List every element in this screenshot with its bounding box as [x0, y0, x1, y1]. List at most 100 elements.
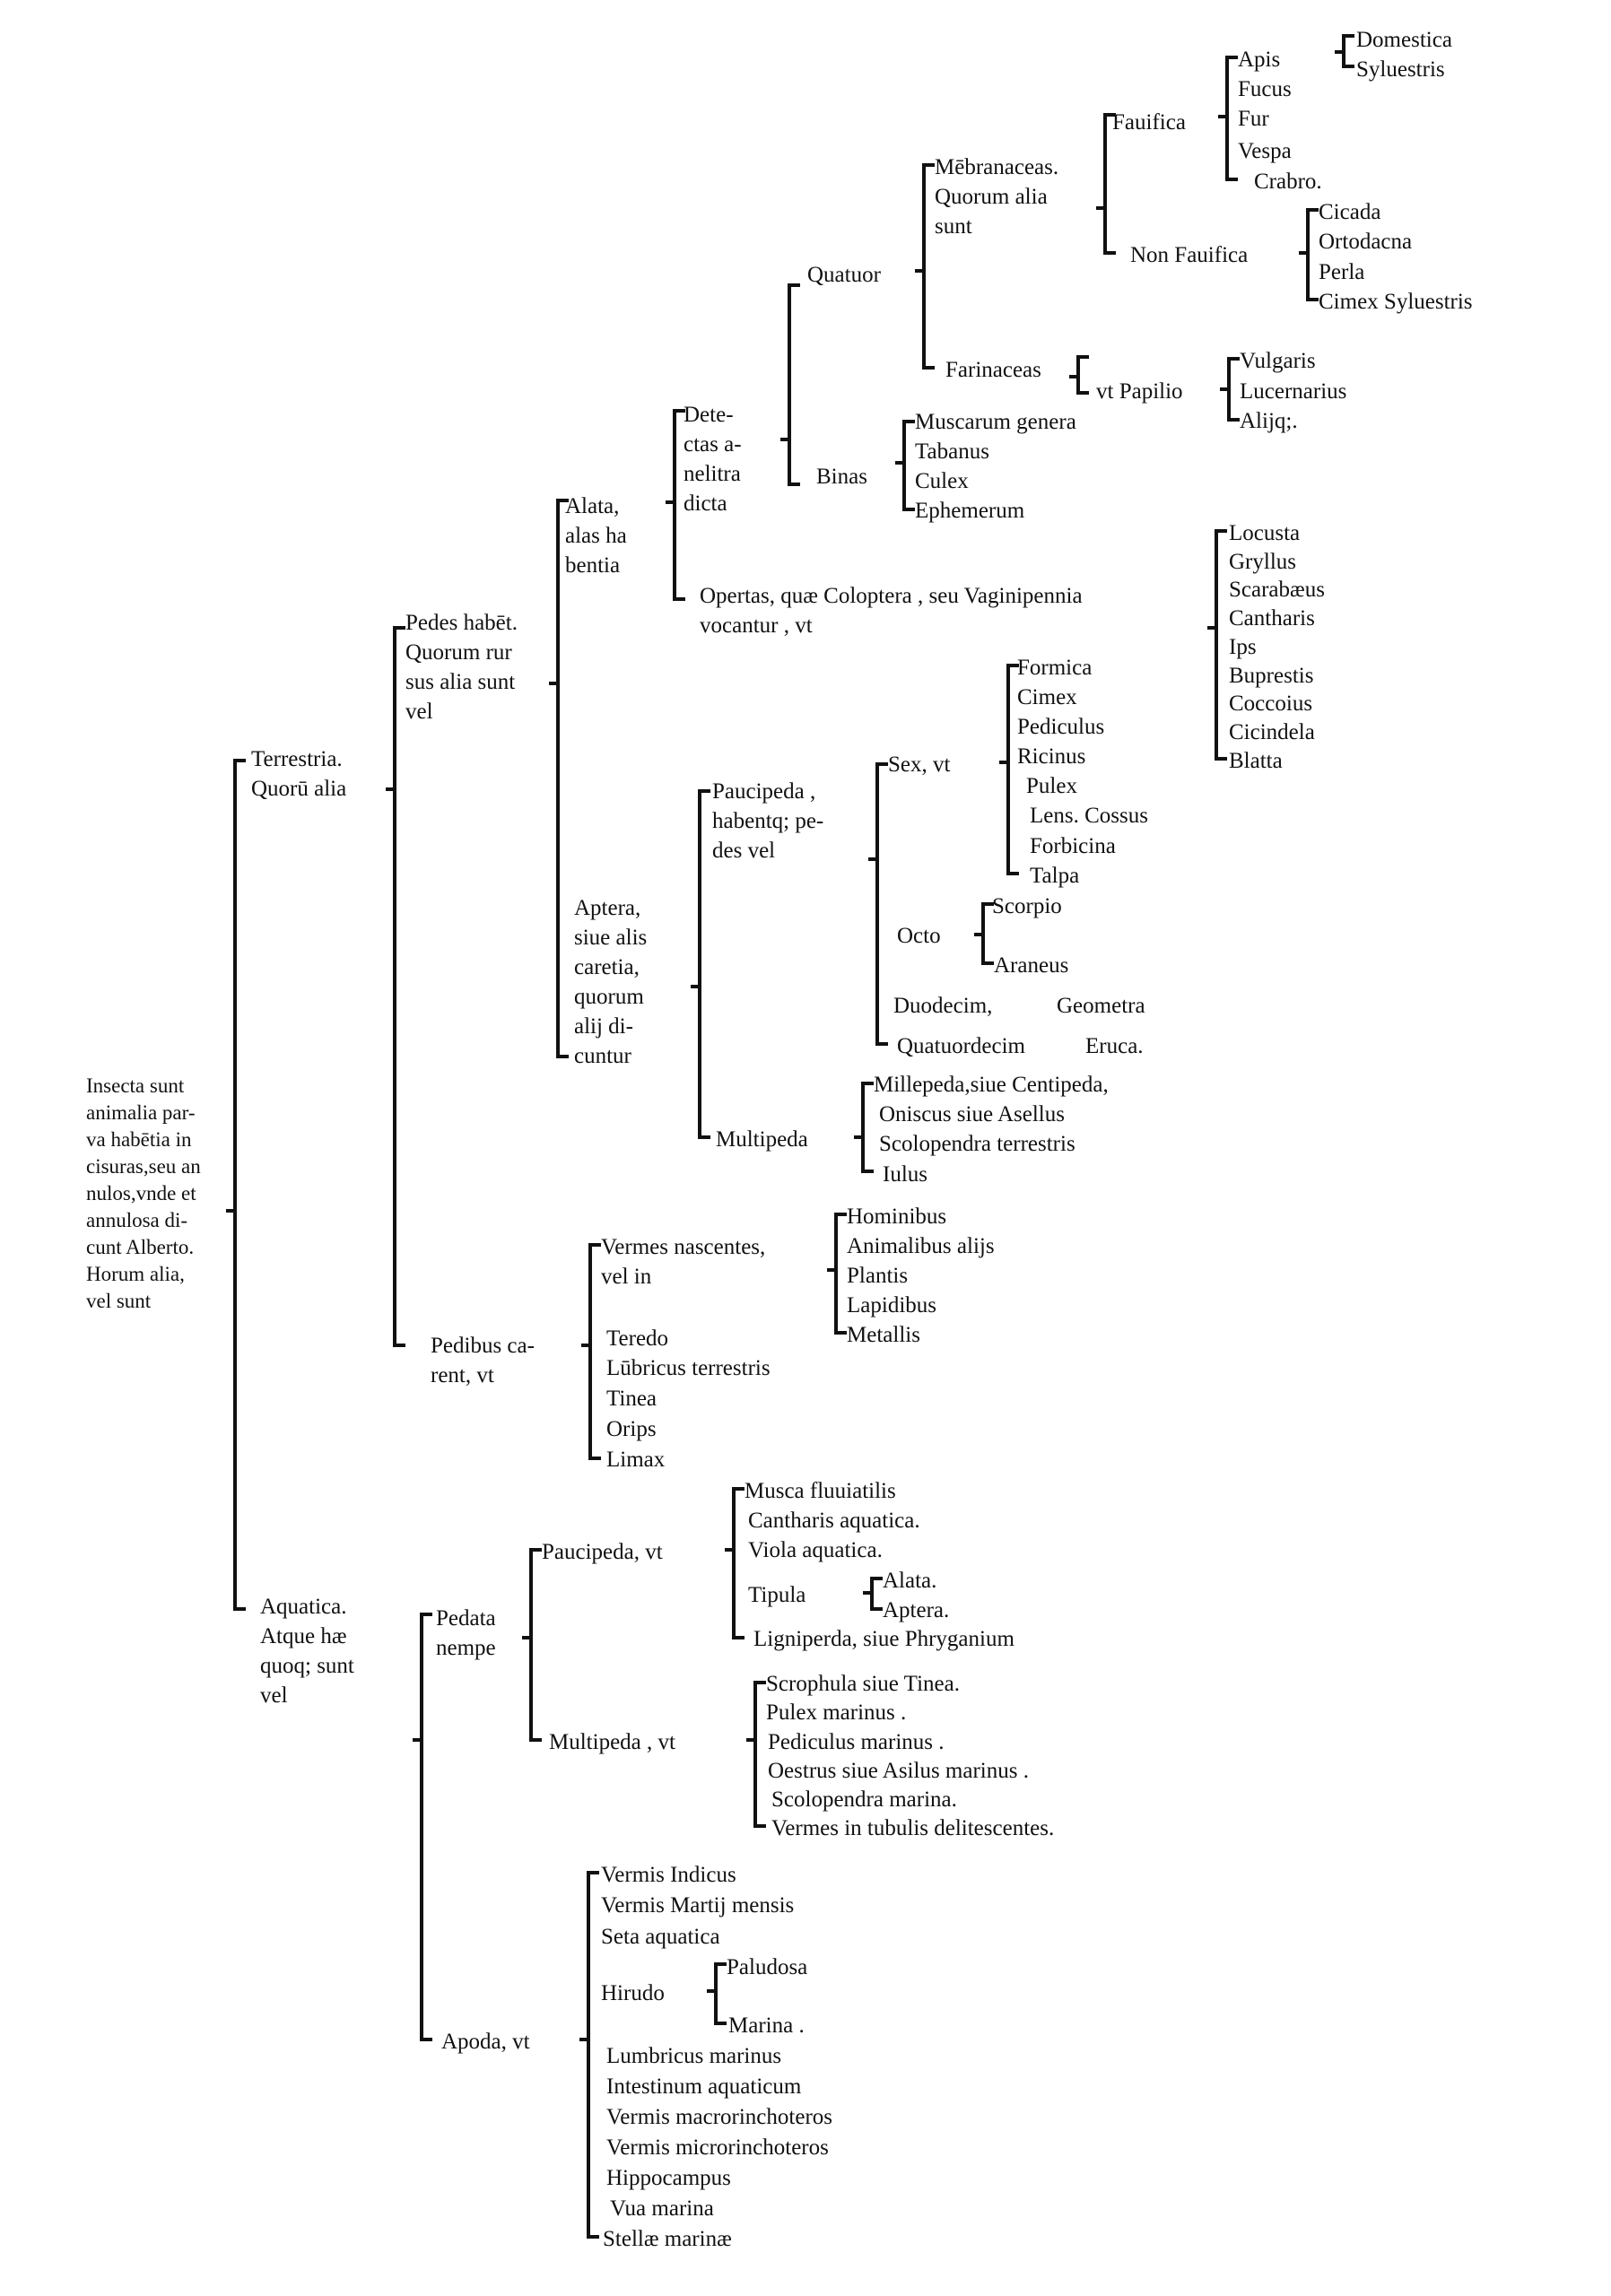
apoda-item-b-0: Lumbricus marinus	[606, 2044, 782, 2068]
farinaceas-item-2: Alijq;.	[1240, 409, 1298, 433]
binas-item-0: Muscarum genera	[915, 410, 1076, 434]
pedes-label: Pedes habēt. Quorum rur sus alia sunt ve…	[405, 611, 518, 724]
sex-item-7: Talpa	[1030, 864, 1080, 888]
aq-multipeda-item-1: Pulex marinus .	[766, 1700, 907, 1725]
favifica-item-3: Crabro.	[1254, 170, 1322, 194]
farinaceas-item-1: Lucernarius	[1240, 379, 1347, 404]
alata-bracket	[666, 409, 685, 601]
opertas-item-2: Scarabæus	[1229, 578, 1325, 602]
paucipeda-label: Paucipeda , habentq; pe- des vel	[712, 779, 824, 863]
apoda-label: Apoda, vt	[441, 2030, 530, 2054]
multipeda-label: Multipeda	[716, 1127, 808, 1152]
vermes-item-4: Metallis	[847, 1323, 920, 1347]
vermes-item-1: Animalibus alijs	[847, 1234, 995, 1258]
pedes-bracket	[549, 499, 569, 1058]
membranaceas-label: Mēbranaceas. Quorum alia sunt	[935, 155, 1059, 239]
papilio-label: vt Papilio	[1096, 379, 1183, 404]
paucipeda-bracket	[868, 762, 888, 1046]
sex-item-2: Pediculus	[1017, 715, 1105, 739]
binas-item-2: Culex	[915, 469, 969, 493]
non-favifica-item-2: Perla	[1319, 260, 1365, 284]
duodecim-item: Geometra	[1057, 994, 1145, 1018]
opertas-item-0: Locusta	[1229, 521, 1301, 545]
tipula-item-0: Alata.	[883, 1569, 937, 1593]
sex-item-4: Pulex	[1026, 774, 1077, 798]
quatuordecim-label: Quatuordecim	[897, 1034, 1026, 1058]
multipeda-bracket	[854, 1082, 874, 1173]
apoda-item-b-5: Vua marina	[610, 2196, 714, 2221]
apis-kind-0: Domestica	[1356, 28, 1452, 52]
aq-paucipeda-last: Ligniperda, siue Phryganium	[753, 1627, 1014, 1651]
vermes-label: Vermes nascentes, vel in	[601, 1235, 766, 1289]
favifica-label: Fauifica	[1112, 110, 1186, 135]
apis-kind-1: Syluestris	[1356, 57, 1445, 82]
apoda-item-b-3: Vermis microrinchoteros	[606, 2135, 829, 2160]
sex-item-6: Forbicina	[1030, 834, 1116, 858]
apoda-item-a-1: Vermis Martij mensis	[601, 1893, 795, 1918]
quatuor-label: Quatuor	[807, 263, 881, 287]
octo-item-1: Araneus	[994, 953, 1069, 978]
root-bracket	[226, 759, 246, 1611]
aq-paucipeda-item-2: Viola aquatica.	[748, 1538, 883, 1562]
opertas-item-6: Coccoius	[1229, 691, 1313, 716]
opertas-bracket	[1207, 529, 1227, 761]
hirudo-bracket	[707, 1962, 727, 2025]
multipeda-item-1: Oniscus siue Asellus	[879, 1102, 1065, 1126]
pedibus-item-0: Teredo	[606, 1326, 669, 1351]
alata-label: Alata, alas ha bentia	[565, 494, 627, 578]
farinaceas-label: Farinaceas	[945, 358, 1041, 382]
non-favifica-item-0: Cicada	[1319, 200, 1381, 224]
apoda-item-b-6: Stellæ marinæ	[603, 2227, 732, 2251]
octo-item-0: Scorpio	[992, 894, 1062, 918]
pedibus-item-4: Limax	[606, 1448, 666, 1472]
apoda-item-a-2: Seta aquatica	[601, 1925, 720, 1949]
sex-item-3: Ricinus	[1017, 744, 1086, 769]
root-label: Insecta sunt animalia par- va habētia in…	[86, 1074, 201, 1312]
quatuor-bracket	[915, 163, 935, 370]
aq-multipeda-item-3: Oestrus siue Asilus marinus .	[768, 1759, 1029, 1783]
pedata-label: Pedata nempe	[436, 1606, 496, 1660]
multipeda-item-0: Millepeda,siue Centipeda,	[874, 1073, 1109, 1097]
multipeda-item-3: Iulus	[883, 1162, 927, 1187]
favifica-bracket	[1218, 56, 1238, 181]
aq-paucipeda-item-0: Musca fluuiatilis	[745, 1479, 896, 1503]
vermes-bracket	[827, 1213, 847, 1335]
tipula-item-1: Aptera.	[883, 1598, 950, 1622]
sex-item-1: Cimex	[1017, 685, 1077, 709]
apoda-item-b-1: Intestinum aquaticum	[606, 2074, 802, 2099]
pedibus-item-3: Orips	[606, 1417, 657, 1441]
pedibus-bracket	[581, 1243, 601, 1460]
opertas-label: Opertas, quæ Coloptera , seu Vaginipenni…	[700, 584, 1083, 638]
apoda-item-b-4: Hippocampus	[606, 2166, 731, 2190]
apoda-item-b-2: Vermis macrorinchoteros	[606, 2105, 833, 2129]
opertas-item-8: Blatta	[1229, 749, 1283, 773]
apis-bracket	[1335, 34, 1354, 68]
aquatica-bracket	[413, 1613, 432, 2041]
membranaceas-bracket	[1096, 113, 1116, 255]
detectas-label: Dete- ctas a- nelitra dicta	[684, 403, 742, 516]
terrestria-label: Terrestria. Quorū alia	[251, 747, 347, 801]
apoda-bracket	[579, 1871, 599, 2239]
detectas-bracket	[780, 283, 800, 486]
aptera-bracket	[691, 789, 710, 1139]
sex-item-0: Formica	[1017, 656, 1093, 680]
non-favifica-bracket	[1299, 208, 1319, 301]
aq-multipeda-item-4: Scolopendra marina.	[771, 1787, 957, 1812]
vermes-item-0: Hominibus	[847, 1205, 947, 1229]
apis-label: Apis	[1238, 48, 1281, 72]
aq-paucipeda-label: Paucipeda, vt	[542, 1540, 663, 1564]
vermes-item-3: Lapidibus	[847, 1293, 936, 1318]
favifica-item-2: Vespa	[1238, 139, 1292, 163]
duodecim-label: Duodecim,	[893, 994, 993, 1018]
binas-item-1: Tabanus	[915, 439, 989, 464]
binas-label: Binas	[816, 465, 867, 489]
non-favifica-item-3: Cimex Syluestris	[1319, 290, 1473, 314]
non-favifica-item-1: Ortodacna	[1319, 230, 1413, 254]
sex-item-5: Lens. Cossus	[1030, 804, 1148, 828]
aq-multipeda-item-0: Scrophula siue Tinea.	[766, 1672, 960, 1696]
favifica-item-0: Fucus	[1238, 77, 1292, 101]
aq-paucipeda-item-1: Cantharis aquatica.	[748, 1509, 920, 1533]
pedibus-item-1: Lūbricus terrestris	[606, 1356, 771, 1380]
aquatica-label: Aquatica. Atque hæ quoq; sunt vel	[260, 1595, 354, 1708]
